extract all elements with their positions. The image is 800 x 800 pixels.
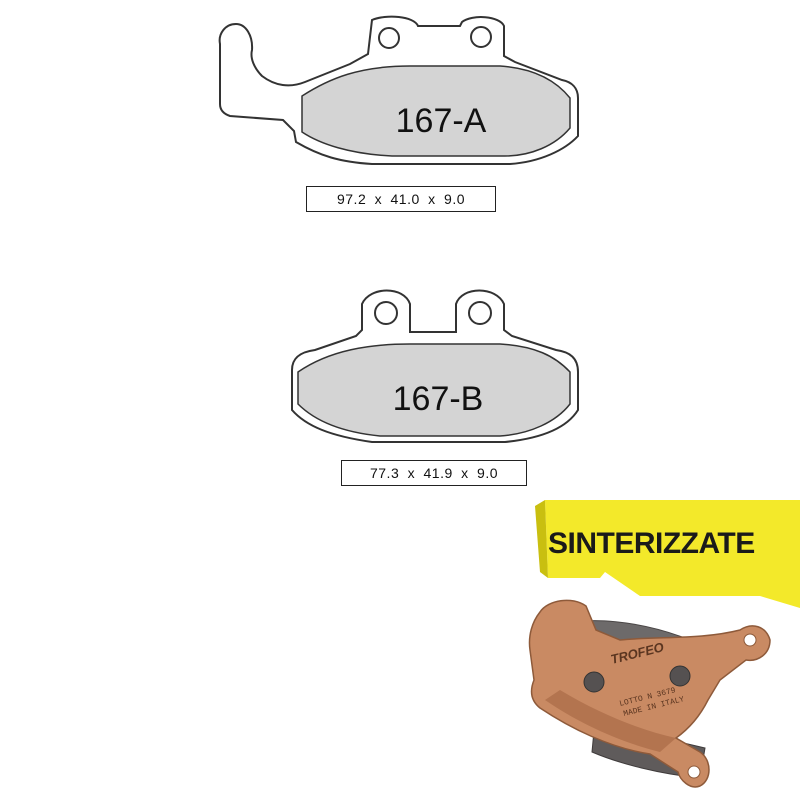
pad-167-a-mounting-hole-left xyxy=(378,27,400,49)
copper-backplate xyxy=(528,599,771,788)
pad-167-b-mounting-hole-left xyxy=(374,301,398,325)
rivet-left xyxy=(583,671,605,693)
pad-167-a-mounting-hole-right xyxy=(470,26,492,48)
lower-hole xyxy=(687,765,701,779)
pad-167-a-dimensions: 97.2 x 41.0 x 9.0 xyxy=(306,186,496,212)
rivet-right xyxy=(669,665,691,687)
sinterizzate-badge-text: SINTERIZZATE xyxy=(548,527,755,560)
sintered-pad-photo: TROFEO LOTTO N 3679 MADE IN ITALY xyxy=(528,599,771,788)
pad-167-a-drawing: 167-A xyxy=(218,15,579,165)
banner-fold-shadow xyxy=(535,500,548,578)
pad-167-b-friction-material xyxy=(297,343,571,437)
backplate-shading xyxy=(545,690,676,752)
pad-167-a-label: 167-A xyxy=(396,102,487,140)
pad-167-b-drawing: 167-B xyxy=(291,289,579,443)
sinterizzate-banner xyxy=(545,500,800,608)
hook-hole xyxy=(743,633,757,647)
pad-167-b-label: 167-B xyxy=(393,380,484,418)
pad-167-a-friction-material xyxy=(301,65,571,157)
pad-167-b-dimensions: 77.3 x 41.9 x 9.0 xyxy=(341,460,527,486)
pad-167-b-mounting-hole-right xyxy=(468,301,492,325)
